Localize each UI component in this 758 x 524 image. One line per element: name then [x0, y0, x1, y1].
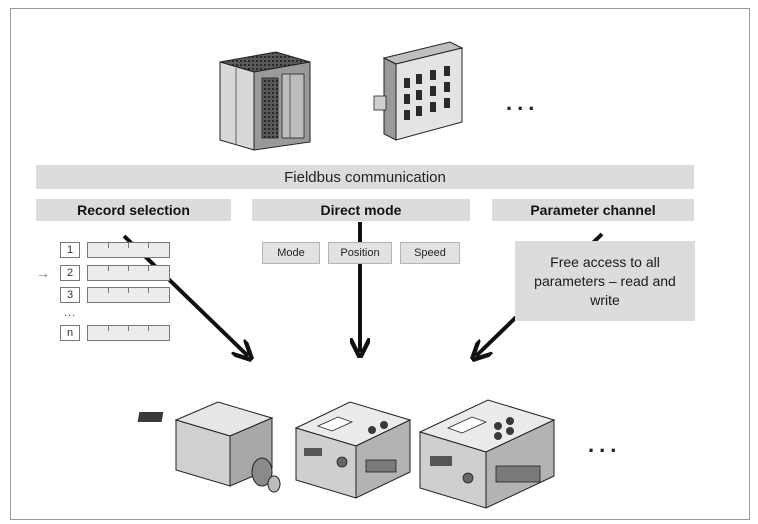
record-field	[87, 325, 170, 341]
record-number: 1	[60, 242, 80, 258]
parameter-channel-header: Parameter channel	[492, 199, 694, 221]
io-module-icon	[373, 41, 464, 141]
plc-controller-icon	[219, 51, 311, 151]
top-devices-ellipsis: ...	[506, 90, 540, 115]
direct-mode-position-box: Position	[328, 242, 392, 264]
fieldbus-label: Fieldbus communication	[284, 168, 446, 186]
record-list-ellipsis: ...	[64, 307, 77, 319]
record-selection-label: Record selection	[77, 202, 190, 218]
record-number: 2	[60, 265, 80, 281]
record-selection-header: Record selection	[36, 199, 231, 221]
current-record-arrow-icon: →	[36, 265, 50, 281]
direct-mode-label: Direct mode	[320, 202, 402, 218]
record-field	[87, 265, 170, 281]
parameter-channel-description: Free access to all parameters – read and…	[534, 253, 676, 308]
direct-mode-header: Direct mode	[252, 199, 470, 221]
record-field	[87, 242, 170, 258]
parameter-channel-info-box: Free access to all parameters – read and…	[515, 241, 695, 321]
direct-mode-speed-box: Speed	[400, 242, 460, 264]
record-number: n	[60, 325, 80, 341]
motor-controller-icon	[294, 401, 412, 499]
direct-mode-mode-box: Mode	[262, 242, 320, 264]
record-number: 3	[60, 287, 80, 303]
record-field	[87, 287, 170, 303]
motor-controller-large-icon	[418, 399, 556, 509]
bottom-devices-ellipsis: ...	[588, 432, 622, 457]
parameter-channel-label: Parameter channel	[530, 202, 656, 218]
fieldbus-bar: Fieldbus communication	[36, 165, 694, 189]
servo-motor-icon	[137, 401, 281, 493]
